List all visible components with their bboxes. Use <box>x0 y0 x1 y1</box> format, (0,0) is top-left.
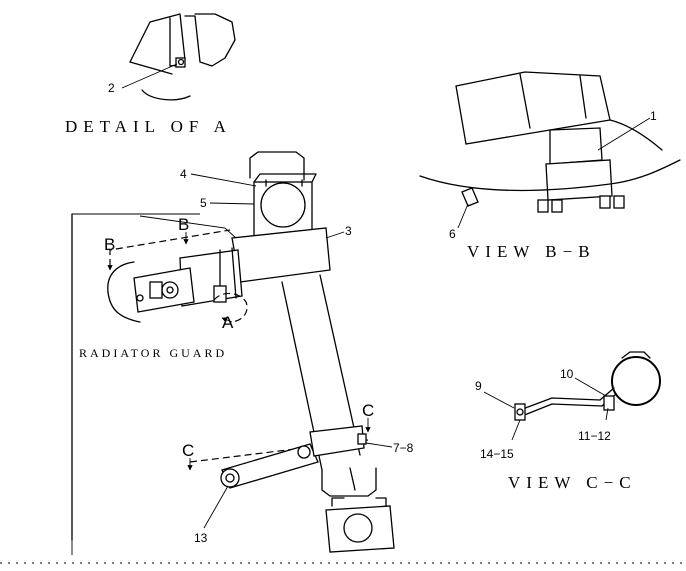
lower-strut <box>220 425 367 489</box>
caption-view-bb: VIEW B−B <box>467 242 596 261</box>
view-cc-drawing <box>514 351 661 421</box>
view-bb-drawing <box>419 71 681 213</box>
detail-a-drawing <box>129 13 236 101</box>
callout-2: 2 <box>108 81 115 95</box>
section-mark-b-left: B <box>104 235 115 254</box>
callout-7-8: 7−8 <box>393 441 414 455</box>
section-mark-c-right: C <box>362 401 374 420</box>
callout-4: 4 <box>180 167 187 181</box>
caption-detail-of-a: DETAIL OF A <box>65 117 232 136</box>
leader-2 <box>121 63 178 89</box>
callout-3: 3 <box>345 224 352 238</box>
detail-a-marker <box>213 292 248 323</box>
lower-post-cap <box>325 497 395 553</box>
callout-10: 10 <box>560 367 574 381</box>
section-mark-b-right: B <box>178 215 189 234</box>
clamp-assembly <box>231 173 331 283</box>
radiator-guard-bracket <box>107 247 243 323</box>
section-mark-c-left: C <box>182 441 194 460</box>
callout-14-15: 14−15 <box>480 447 514 461</box>
callout-9: 9 <box>475 379 482 393</box>
callout-13: 13 <box>194 531 208 545</box>
callout-6: 6 <box>449 227 456 241</box>
caption-radiator-guard: RADIATOR GUARD <box>79 346 227 360</box>
callout-5: 5 <box>200 196 207 210</box>
callout-1: 1 <box>650 109 657 123</box>
callout-11-12: 11−12 <box>578 429 611 443</box>
section-mark-a: A <box>222 313 234 332</box>
caption-view-cc: VIEW C−C <box>508 473 637 492</box>
